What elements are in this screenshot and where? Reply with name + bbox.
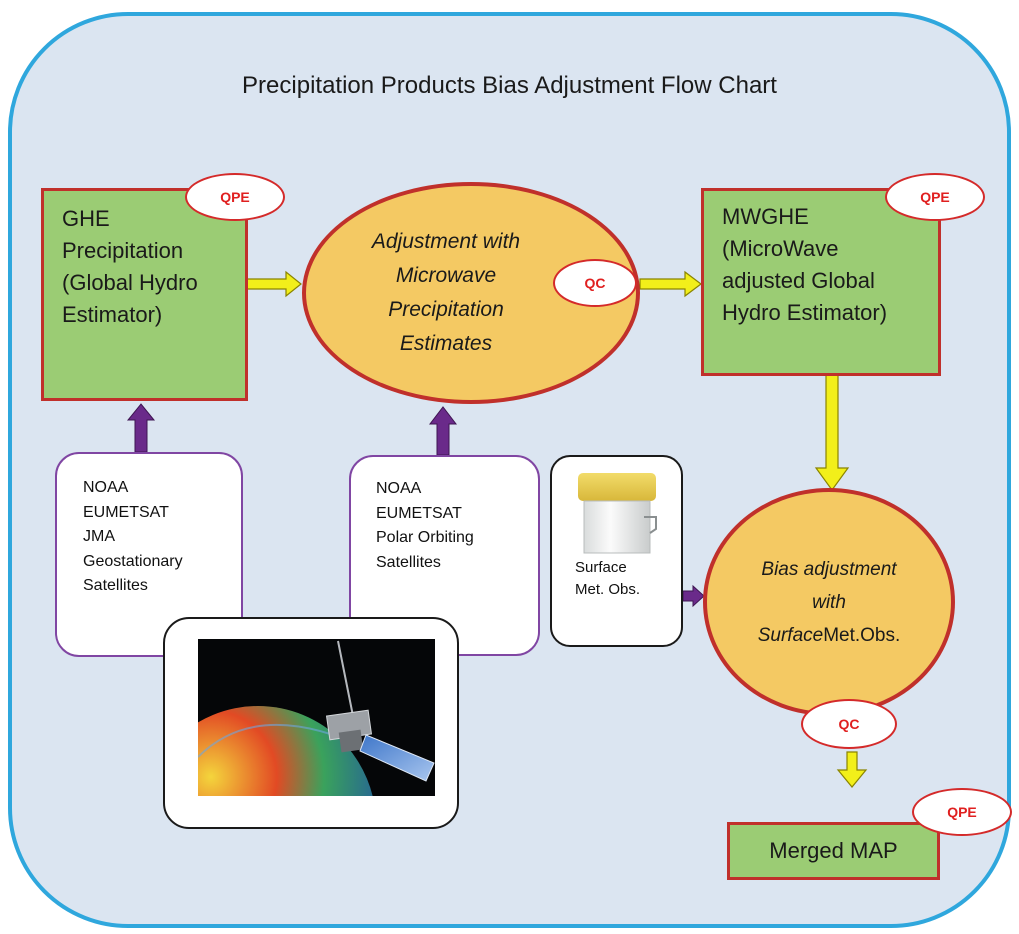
bias-line-3: SurfaceMet.Obs. — [758, 619, 901, 652]
qpe-tag-merged: QPE — [912, 788, 1012, 836]
rain-gauge-icon — [578, 473, 657, 554]
polar-source-1: NOAA — [376, 480, 422, 497]
surface-obs-box: Surface Met. Obs. — [550, 455, 683, 647]
satellite-photo-frame — [163, 617, 459, 829]
surface-label-2: Met. Obs. — [575, 581, 641, 598]
arrow-bias-to-merged — [836, 751, 868, 788]
chart-title: Precipitation Products Bias Adjustment F… — [242, 72, 777, 99]
qpe-tag-mwghe: QPE — [885, 173, 985, 221]
surface-label-1: Surface — [575, 559, 627, 576]
arrow-ghe-to-adjustment — [246, 270, 302, 298]
qpe-tag-ghe: QPE — [185, 173, 285, 221]
mwghe-line-3: adjusted Global — [722, 268, 875, 293]
geo-source-4: Geostationary — [83, 552, 183, 570]
geo-source-2: EUMETSAT — [83, 503, 169, 521]
adjustment-line-3: Precipitation — [388, 298, 504, 321]
polar-source-2: EUMETSAT — [376, 504, 462, 522]
adjustment-line-4: Estimates — [399, 332, 493, 355]
mwghe-line-4: Hydro Estimator) — [722, 300, 888, 325]
arrow-adjustment-to-mwghe — [639, 270, 702, 298]
polar-source-3: Polar Orbiting — [376, 529, 474, 546]
bias-line-3-rest: Met.Obs. — [823, 624, 901, 646]
arrow-polar-to-adjustment — [428, 406, 458, 456]
qc-tag-bias: QC — [801, 699, 897, 749]
polar-source-4: Satellites — [376, 553, 441, 571]
merged-map-label: Merged MAP — [769, 838, 898, 863]
arrow-mwghe-to-bias — [814, 374, 850, 492]
geo-source-5: Satellites — [83, 577, 148, 594]
merged-map-box: Merged MAP — [727, 822, 940, 880]
ghe-line-4: Estimator) — [62, 302, 163, 327]
satellite-earth-image — [198, 639, 435, 796]
mwghe-line-1: MWGHE — [722, 204, 809, 229]
geo-source-1: NOAA — [83, 479, 129, 496]
adjustment-line-1: Adjustment with — [371, 230, 521, 253]
bias-adjustment-ellipse: Bias adjustment with SurfaceMet.Obs. — [703, 488, 955, 716]
mwghe-line-2: (MicroWave — [722, 236, 839, 261]
bias-line-3-italic: Surface — [757, 624, 824, 646]
ghe-line-1: GHE — [62, 206, 110, 231]
bias-line-1: Bias adjustment — [761, 558, 897, 580]
adjustment-line-2: Microwave — [395, 264, 497, 287]
ghe-line-2: Precipitation — [62, 238, 184, 263]
geo-source-3: JMA — [83, 528, 115, 545]
arrow-geo-to-ghe — [126, 403, 156, 453]
ghe-line-3: (Global Hydro — [62, 270, 198, 295]
satellite-icon — [325, 709, 435, 782]
bias-line-2: with — [812, 591, 846, 613]
microwave-adjustment-ellipse: Adjustment with Microwave Precipitation … — [302, 182, 640, 404]
ghe-precipitation-box: GHE Precipitation (Global Hydro Estimato… — [41, 188, 248, 401]
arrow-surface-to-bias — [682, 584, 705, 608]
qc-tag-adjustment: QC — [553, 259, 637, 307]
mwghe-box: MWGHE (MicroWave adjusted Global Hydro E… — [701, 188, 941, 376]
